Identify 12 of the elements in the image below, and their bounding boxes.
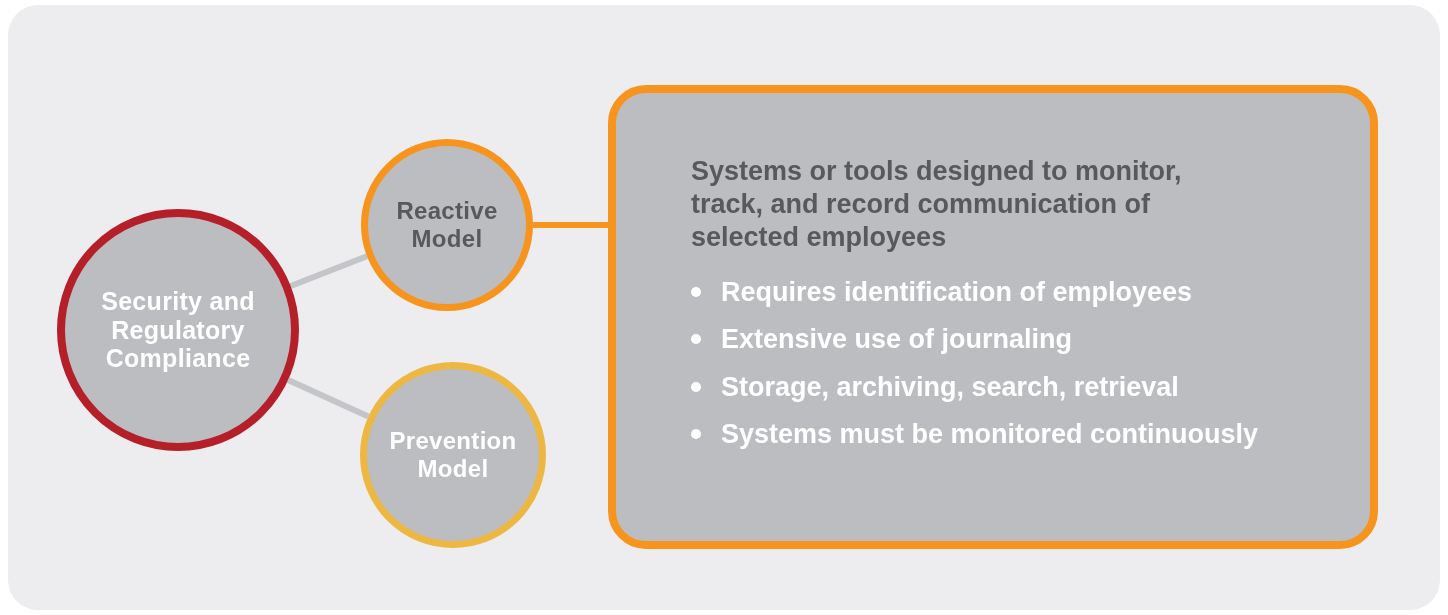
node-label: Security and Regulatory Compliance	[100, 286, 256, 374]
description-heading: Systems or tools designed to monitor, track, and record communication of selected employees	[691, 155, 1183, 254]
bullet-item: Storage, archiving, search, retrieval	[721, 370, 1179, 403]
description-box	[608, 85, 1378, 549]
node-label: Reactive Model	[395, 197, 499, 253]
connector-line	[533, 222, 608, 228]
node-label: Prevention Model	[388, 427, 518, 483]
connector-line	[286, 377, 370, 420]
bullet-item: Requires identification of employees	[721, 275, 1193, 309]
bullet-item: Extensive use of journaling	[721, 323, 1073, 356]
connector-line	[289, 253, 368, 289]
bullet-item: Systems must be monitored continuously	[721, 418, 1259, 451]
